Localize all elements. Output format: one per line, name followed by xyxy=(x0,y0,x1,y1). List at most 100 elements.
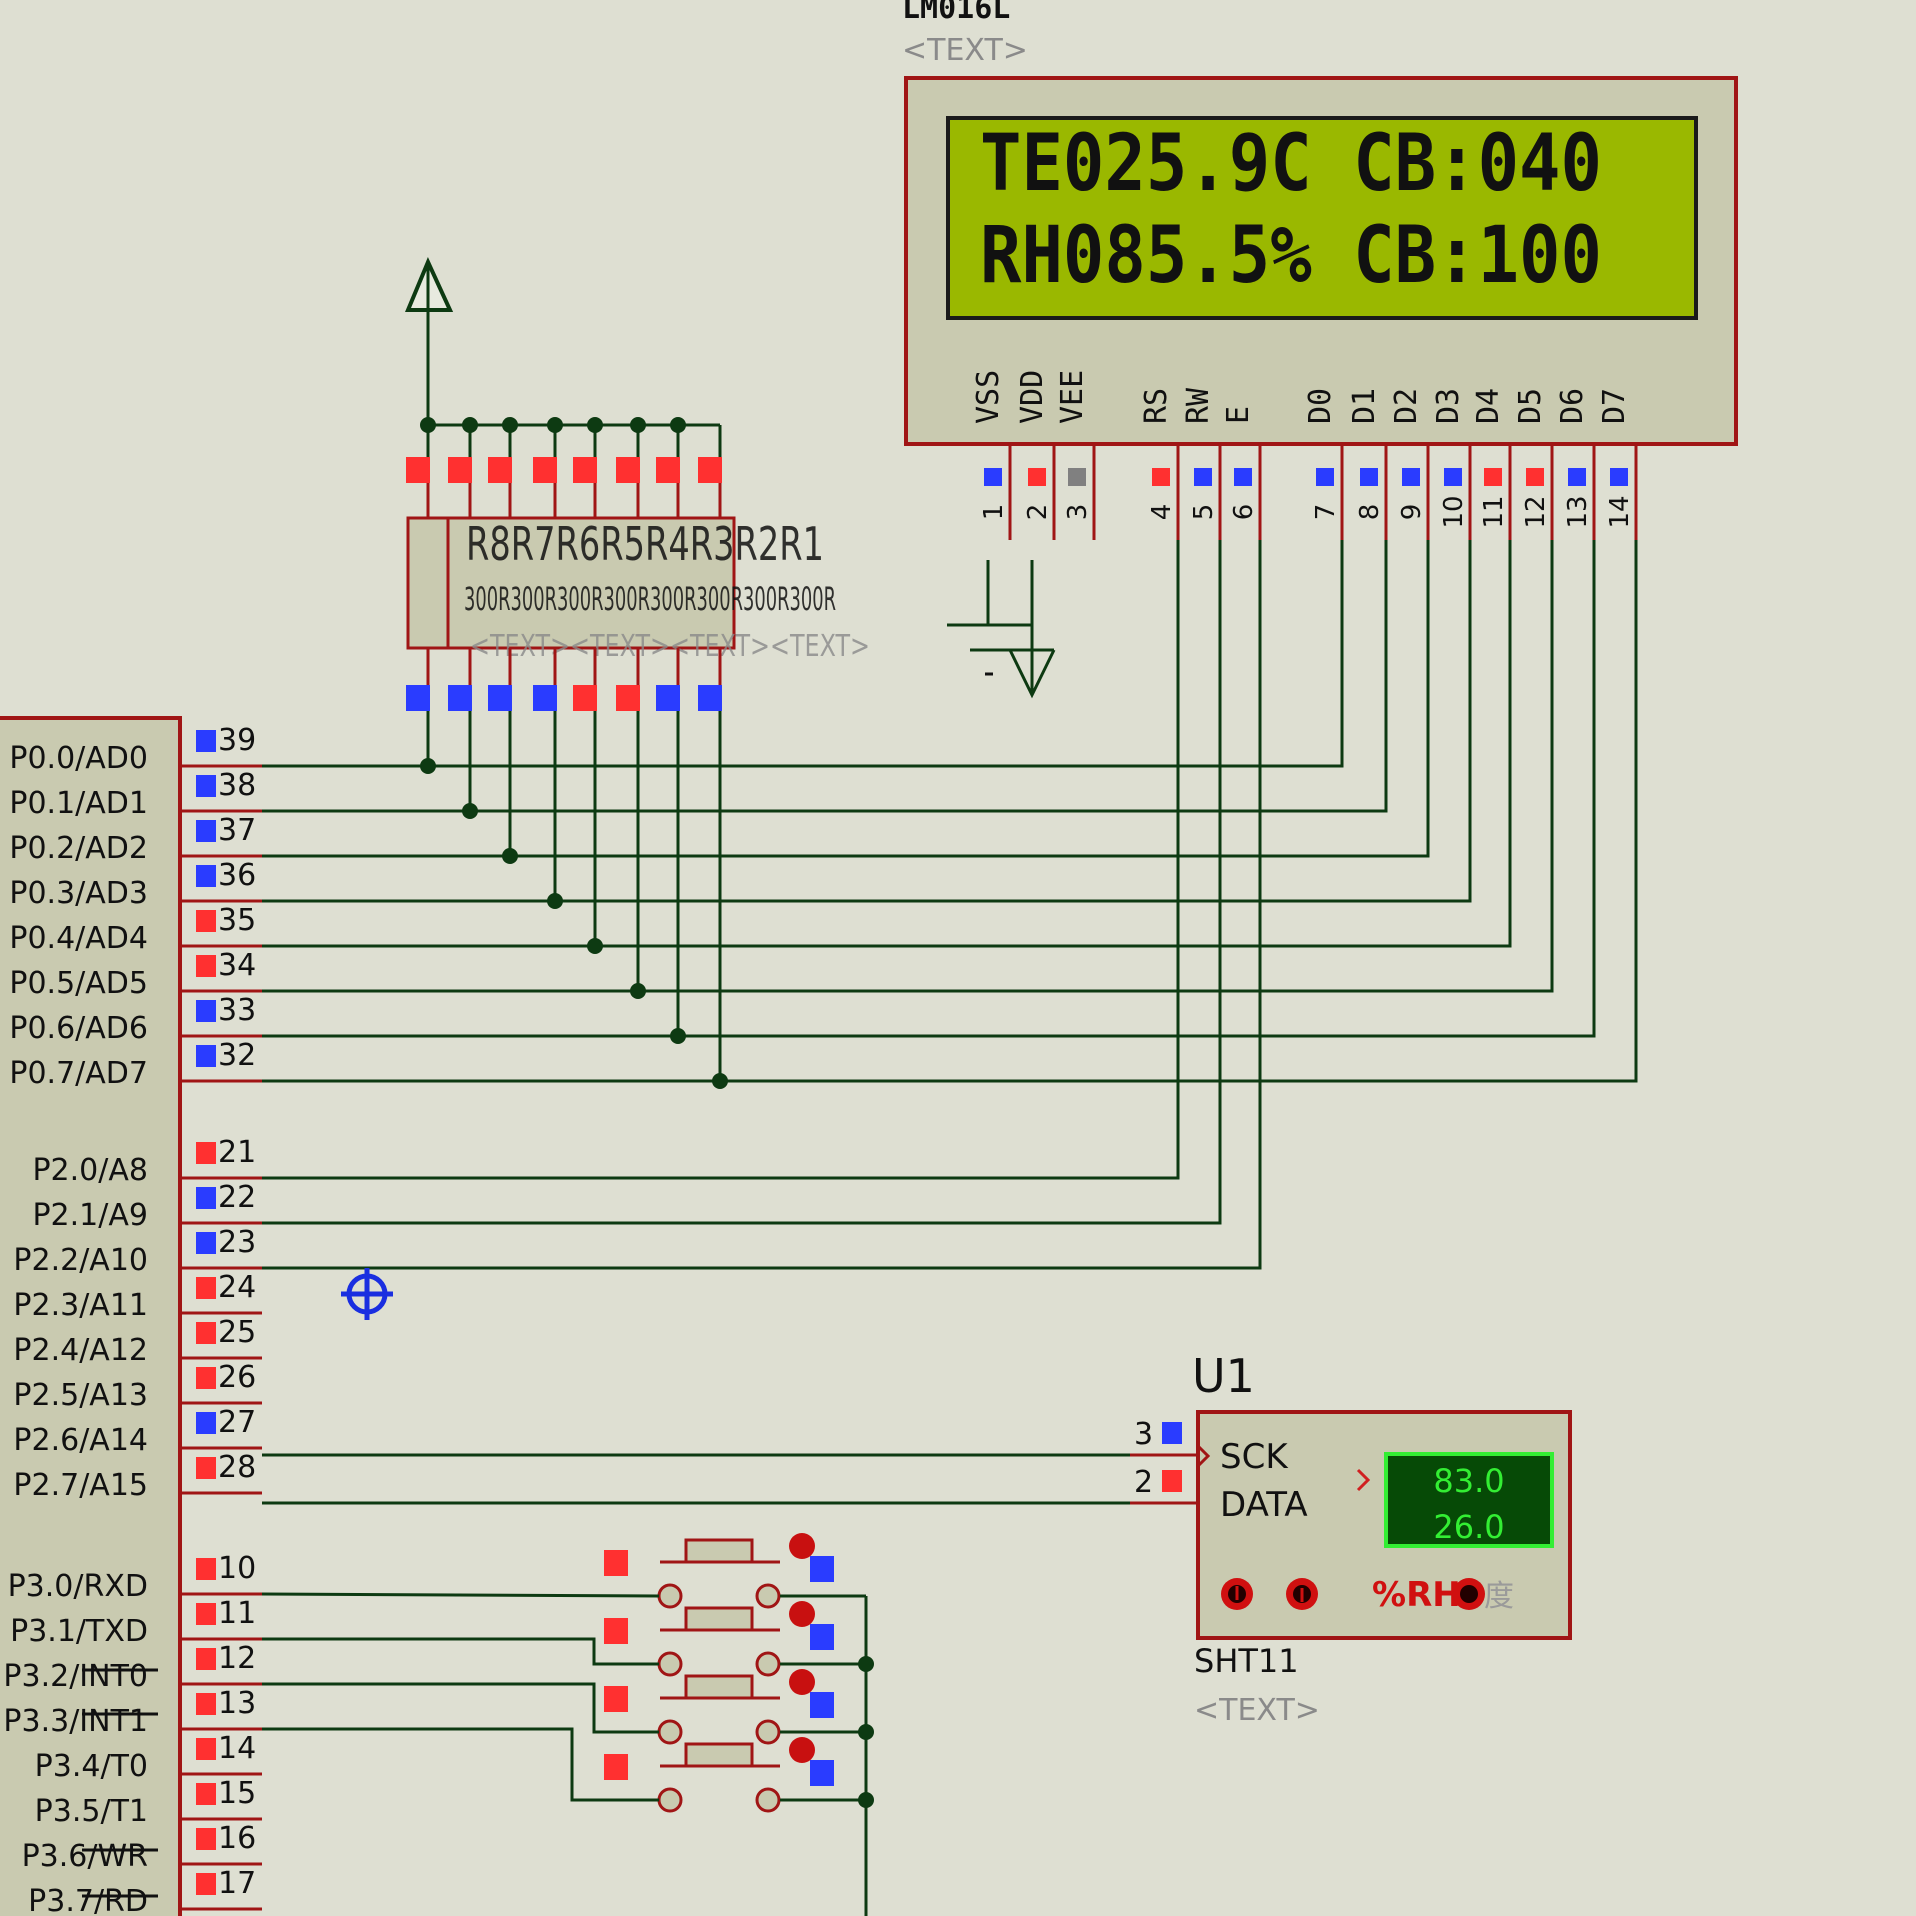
resistor-top-pin-state xyxy=(406,457,430,483)
mcu-pin-number-17: 17 xyxy=(218,1866,256,1901)
data-wire-d3 xyxy=(262,540,1472,903)
mcu-pin-state-24 xyxy=(196,1277,216,1299)
lcd-screen xyxy=(946,116,1698,320)
lcd-pin-state-10 xyxy=(1444,468,1462,486)
unit-toggle-button[interactable] xyxy=(1453,1578,1485,1610)
mcu-pin-state-36 xyxy=(196,865,216,887)
button-wire xyxy=(262,1727,659,1802)
mcu-pin-number-36: 36 xyxy=(218,858,256,893)
control-wires xyxy=(262,540,1262,1505)
unit-temp-label: 度 xyxy=(1484,1579,1514,1614)
mcu-pin-label-p0-4: P0.4/AD4 xyxy=(9,921,148,956)
mcu-pin-state-22 xyxy=(196,1187,216,1209)
lcd-pin-label-d4: D4 xyxy=(1471,388,1506,424)
mcu-pin-label-p0-3: P0.3/AD3 xyxy=(9,876,148,911)
mcu-8051[interactable]: P0.0/AD039P0.1/AD138P0.2/AD237P0.3/AD336… xyxy=(0,716,262,1916)
lcd-pin-number-14: 14 xyxy=(1605,495,1635,528)
button-contact xyxy=(755,1651,781,1677)
mcu-pin-number-33: 33 xyxy=(218,993,256,1028)
button-pin-state xyxy=(810,1624,834,1650)
lcd-pin-state-11 xyxy=(1484,468,1502,486)
control-wire-rs xyxy=(262,540,1180,1180)
button-contact xyxy=(755,1583,781,1609)
mcu-pin-number-16: 16 xyxy=(218,1821,256,1856)
mcu-pin-label-p2-2: P2.2/A10 xyxy=(13,1243,148,1278)
lcd-pin-state-4 xyxy=(1152,468,1170,486)
mcu-pin-state-38 xyxy=(196,775,216,797)
resistor-top-pin-state xyxy=(698,457,722,483)
lcd-pin-number-2: 2 xyxy=(1023,504,1053,521)
lcd-pin-label-d2: D2 xyxy=(1389,388,1424,424)
junction-dot xyxy=(462,803,478,819)
push-button-2[interactable] xyxy=(604,1601,874,1677)
lcd-pin-state-5 xyxy=(1194,468,1212,486)
mcu-pin-number-15: 15 xyxy=(218,1776,256,1811)
mcu-pin-number-27: 27 xyxy=(218,1405,256,1440)
resistor-top-pin-state xyxy=(448,457,472,483)
button-pin-state xyxy=(604,1686,628,1712)
sensor-ref: U1 xyxy=(1192,1349,1255,1403)
resistor-bottom-pin-state xyxy=(698,685,722,711)
resistor-top-pin-state xyxy=(573,457,597,483)
mcu-pin-number-11: 11 xyxy=(218,1596,256,1631)
sensor-pin-3-number: 3 xyxy=(1134,1417,1153,1452)
mcu-pin-number-13: 13 xyxy=(218,1686,256,1721)
lcd-pin-number-3: 3 xyxy=(1063,504,1093,521)
unit-rh-label: %RH xyxy=(1372,1575,1461,1615)
button-cap xyxy=(684,1674,754,1700)
mcu-pin-number-32: 32 xyxy=(218,1038,256,1073)
button-actuator-icon[interactable] xyxy=(789,1533,815,1559)
lcd-pin-label-d0: D0 xyxy=(1303,388,1338,424)
junction-dot xyxy=(587,938,603,954)
mcu-pin-label-p3-6: P3.6/WR xyxy=(22,1839,148,1874)
mcu-pin-number-39: 39 xyxy=(218,723,256,758)
button-actuator-icon[interactable] xyxy=(789,1737,815,1763)
mcu-body xyxy=(0,716,182,1916)
lcd-text-placeholder: <TEXT> xyxy=(902,33,1028,68)
sensor-part-label: SHT11 xyxy=(1194,1642,1299,1680)
vcc-power-icon xyxy=(405,257,454,425)
push-button-4[interactable] xyxy=(604,1737,874,1813)
mcu-pin-label-p0-2: P0.2/AD2 xyxy=(9,831,148,866)
mcu-pin-number-14: 14 xyxy=(218,1731,256,1766)
button-pin-state xyxy=(604,1550,628,1576)
button-actuator-icon[interactable] xyxy=(789,1601,815,1627)
lcd-ref-label: LM016L xyxy=(902,0,1010,26)
lcd-pin-label-d5: D5 xyxy=(1513,388,1548,424)
arrow-icon xyxy=(1356,1468,1371,1492)
mcu-pin-state-10 xyxy=(196,1558,216,1580)
sensor-pin-2-state xyxy=(1162,1470,1182,1492)
mcu-pin-label-p0-6: P0.6/AD6 xyxy=(9,1011,148,1046)
lcd-pin-number-9: 9 xyxy=(1397,504,1427,521)
mcu-pin-state-23 xyxy=(196,1232,216,1254)
lcd-pin-label-vee: VEE xyxy=(1055,370,1090,424)
resistor-pack[interactable]: R8R7R6R5R4R3R2R1 300R300R300R300R300R300… xyxy=(405,257,870,711)
junction-dot xyxy=(630,983,646,999)
button-pin-state xyxy=(604,1618,628,1644)
lcd-component[interactable]: LM016L <TEXT> TE025.9C CB:040 RH085.5% C… xyxy=(902,0,1738,540)
lcd-line-1: TE025.9C CB:040 xyxy=(980,119,1602,209)
mcu-pin-state-34 xyxy=(196,955,216,977)
push-button-3[interactable] xyxy=(604,1669,874,1745)
lcd-pin-number-13: 13 xyxy=(1563,495,1593,528)
button-actuator-icon[interactable] xyxy=(789,1669,815,1695)
mcu-pin-state-35 xyxy=(196,910,216,932)
resistor-top-pin-state xyxy=(656,457,680,483)
lcd-pin-number-7: 7 xyxy=(1311,504,1341,521)
resistor-bottom-pin-state xyxy=(616,685,640,711)
mcu-pin-label-p2-6: P2.6/A14 xyxy=(13,1423,148,1458)
decrease-button[interactable] xyxy=(1221,1578,1253,1610)
data-bus-wires xyxy=(262,540,1638,1089)
lcd-pin-label-d3: D3 xyxy=(1431,388,1466,424)
mcu-pin-label-p3-4: P3.4/T0 xyxy=(35,1749,148,1784)
mcu-pin-number-38: 38 xyxy=(218,768,256,803)
increase-button[interactable] xyxy=(1286,1578,1318,1610)
sht11-sensor[interactable]: U1 SCK DATA 83.0 26.0 %RH 度 SHT11 <TEXT>… xyxy=(1130,1349,1572,1728)
lcd-pin-state-9 xyxy=(1402,468,1420,486)
sensor-pin-data-label: DATA xyxy=(1220,1485,1308,1525)
lcd-pin-label-rw: RW xyxy=(1181,387,1216,424)
mcu-pin-label-p2-1: P2.1/A9 xyxy=(32,1198,148,1233)
lcd-pin-number-11: 11 xyxy=(1479,495,1509,528)
mcu-pin-state-33 xyxy=(196,1000,216,1022)
